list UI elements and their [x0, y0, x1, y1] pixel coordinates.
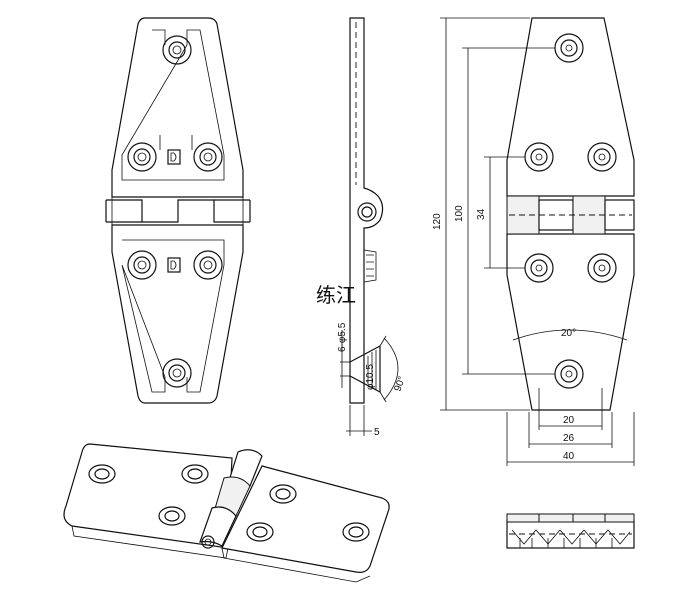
dim-height-total: 120 [432, 213, 443, 230]
dimensioned-view [440, 17, 635, 466]
dim-countersink-angle: 90° [392, 375, 408, 393]
dim-width-inner: 20 [563, 415, 575, 426]
dim-height-inner-holes: 34 [476, 208, 487, 220]
dim-hole-lower-right [587, 253, 617, 283]
side-view [340, 17, 399, 436]
hole-top-right [193, 142, 223, 172]
dim-hole-bottom [554, 359, 584, 389]
iso-hole-2 [181, 464, 209, 484]
hole-bottom-right [193, 250, 223, 280]
hole-top-center [162, 35, 192, 65]
hole-top-left [127, 142, 157, 172]
dim-width-total: 40 [563, 451, 575, 462]
d-mark-top [167, 149, 181, 165]
dim-countersink-dia: φ10.5 [365, 364, 376, 390]
bottom-view [506, 513, 635, 549]
iso-hole-4 [269, 484, 297, 504]
iso-hole-5 [246, 522, 274, 542]
front-view [105, 17, 251, 404]
dim-hole-upper-left [524, 142, 554, 172]
dim-height-outer-holes: 100 [454, 205, 465, 222]
pin-circle [357, 202, 377, 222]
hole-bottom-left [127, 250, 157, 280]
dim-angle: 20° [561, 328, 576, 339]
dim-holes-spec: 6-φ5.5 [337, 322, 348, 352]
dim-hole-upper-right [587, 142, 617, 172]
d-mark-bottom [167, 257, 181, 273]
isometric-view [63, 443, 390, 583]
iso-hole-1 [88, 464, 116, 484]
iso-pin [201, 535, 215, 549]
dim-thickness: 5 [374, 427, 380, 438]
iso-hole-6 [342, 522, 370, 542]
watermark: 练江 [316, 284, 356, 307]
hole-bottom-center [162, 358, 192, 388]
iso-hole-3 [158, 506, 186, 526]
dim-hole-top [554, 33, 584, 63]
dim-hole-lower-left [524, 253, 554, 283]
dim-width-outer: 26 [563, 433, 575, 444]
